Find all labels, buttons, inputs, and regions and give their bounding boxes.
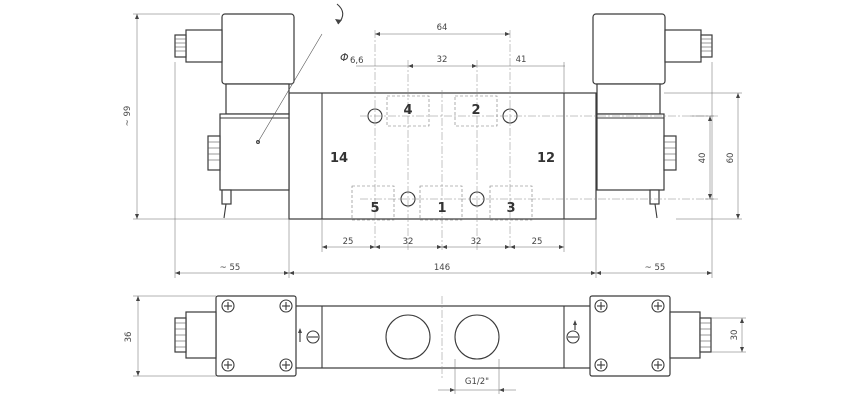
dim-55-left: ~ 55: [220, 263, 241, 273]
dim-phi-symbol: Φ: [340, 51, 349, 64]
dim-g1-2: G1/2": [465, 377, 489, 387]
screw-icon: [651, 299, 665, 313]
port-2-label: 2: [471, 103, 480, 118]
screw-icon: [594, 299, 608, 313]
dim-36: 36: [124, 332, 134, 343]
dim-40: 40: [698, 153, 708, 164]
override-right: [566, 330, 580, 344]
screw-icon: [651, 358, 665, 372]
right-solenoid: [592, 13, 713, 219]
dim-146: 146: [434, 263, 450, 273]
port-12-label: 12: [537, 151, 555, 166]
screw-icon: [279, 299, 293, 313]
front-view: 4 2 14 12 5 1 3 64 Φ 6,6 32 41 ~ 99: [123, 3, 742, 278]
port-4-label: 4: [403, 103, 412, 118]
port-1-label: 1: [437, 201, 446, 216]
dim-99: ~ 99: [123, 106, 133, 127]
screw-icon: [221, 358, 235, 372]
left-solenoid: [174, 13, 295, 219]
screw-icon: [221, 299, 235, 313]
dim-32-top: 32: [437, 55, 448, 65]
port-14-label: 14: [330, 151, 348, 166]
dim-32-bottom-right: 32: [471, 237, 482, 247]
dim-64: 64: [437, 23, 448, 33]
dim-6-6: 6,6: [350, 56, 364, 66]
port-3-label: 3: [506, 201, 515, 216]
dim-30: 30: [730, 330, 740, 341]
override-left: [306, 330, 320, 344]
dim-25-left: 25: [343, 237, 354, 247]
dim-60: 60: [726, 153, 736, 164]
screw-icon: [279, 358, 293, 372]
dim-55-right: ~ 55: [645, 263, 666, 273]
dim-25-right: 25: [532, 237, 543, 247]
dim-41: 41: [516, 55, 527, 65]
port-hole-left: [385, 314, 431, 360]
top-view: G1/2" 36 30: [124, 295, 746, 394]
dim-32-bottom-left: 32: [403, 237, 414, 247]
port-hole-right: [454, 314, 500, 360]
port-5-label: 5: [370, 201, 379, 216]
valve-body: [288, 92, 597, 220]
screw-icon: [594, 358, 608, 372]
